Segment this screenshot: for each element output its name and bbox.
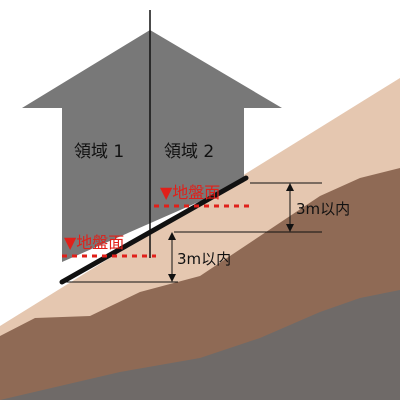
dim-upper-arrowhead-bottom	[286, 224, 294, 232]
dim-lower-arrowhead-top	[168, 232, 176, 240]
region-2-label: 領域 2	[164, 142, 214, 162]
dim-lower-arrowhead-bottom	[168, 274, 176, 282]
ground-surface-label-lower: ▼地盤面	[64, 233, 124, 252]
height-limit-label-lower: 3m以内	[177, 250, 231, 268]
ground-surface-label-upper: ▼地盤面	[160, 183, 220, 202]
region-1-label: 領域 1	[74, 142, 124, 162]
building-silhouette	[22, 30, 282, 262]
bedrock-layer	[0, 290, 400, 400]
building-base-line	[59, 175, 249, 285]
height-limit-label-upper: 3m以内	[296, 200, 350, 218]
dim-upper-arrowhead-top	[286, 183, 294, 191]
